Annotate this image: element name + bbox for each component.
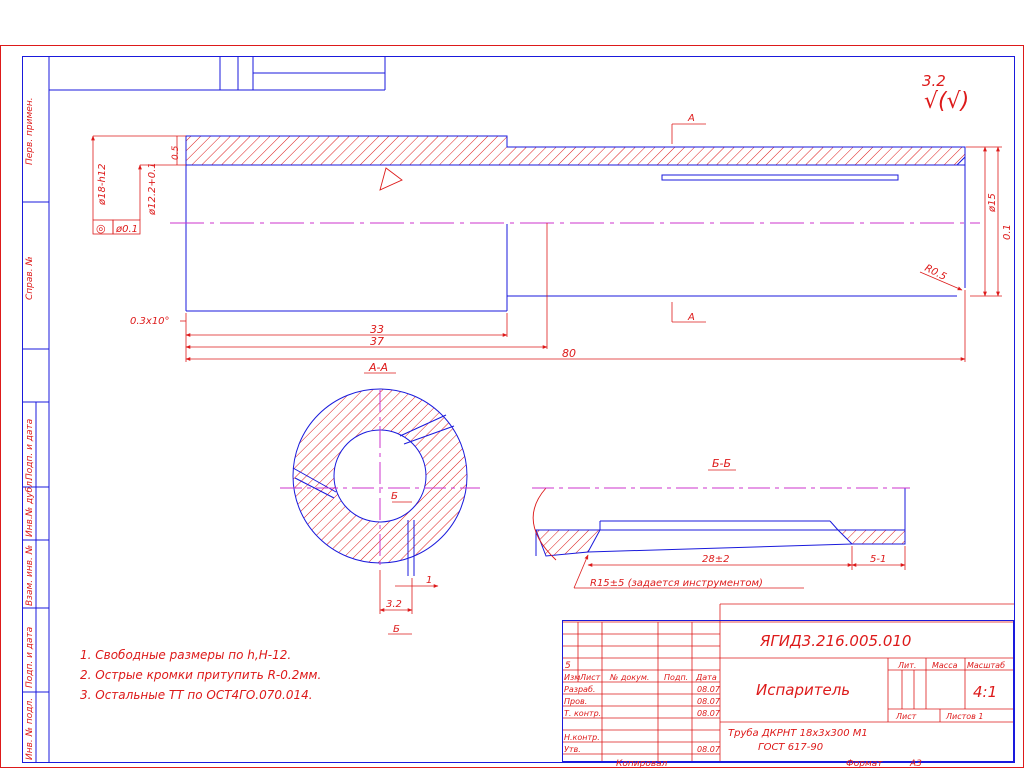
dim-d122: ø12.2+0.1 (147, 162, 158, 216)
role-date: 08.07 (697, 745, 721, 754)
dim-d18: ø18-h12 (97, 163, 108, 206)
side-stamp-label: Взам. инв. № (25, 545, 35, 606)
lit-label: Лит. (897, 661, 916, 670)
slot (661, 174, 899, 181)
change-number: 5 (565, 661, 571, 671)
hatched-wall (185, 135, 966, 166)
dim-37: 37 (370, 335, 384, 348)
main-dimensions (91, 123, 1002, 374)
scale-label: Масштаб (967, 661, 1005, 670)
hatched-bb-right (836, 529, 906, 545)
dim-d15: ø15 (987, 193, 998, 213)
title-block-text: ЯГИД3.216.005.010 Испаритель Труба ДКРНТ… (564, 632, 1005, 754)
side-stamp-label: Подп. и дата (25, 627, 35, 688)
section-mark-a: A (687, 312, 695, 323)
dim-tol: 0.1 (1002, 224, 1013, 240)
note-1: 1. Свободные размеры по h,H-12. (80, 648, 291, 662)
section-mark-b: Б (391, 491, 398, 502)
dim-33: 33 (370, 323, 384, 336)
role-label: Разраб. (564, 685, 595, 694)
technical-notes: 1. Свободные размеры по h,H-12. 2. Остры… (80, 648, 321, 702)
sheet-label: Лист (895, 712, 917, 721)
section-bb (532, 487, 910, 561)
format-label: Формат (846, 759, 883, 768)
col-izm: Изм (564, 673, 580, 682)
roughness-symbol: 3.2 √(√) (922, 72, 969, 114)
dim-80: 80 (562, 347, 576, 360)
role-date: 08.07 (697, 685, 721, 694)
roughness-value: 3.2 (922, 72, 946, 90)
dim-chamfer: 0.3x10° (130, 316, 170, 327)
col-list: Лист (579, 673, 601, 682)
col-date: Дата (695, 673, 717, 682)
side-stamp-label: Подп. и дата (25, 419, 35, 480)
side-stamp-label: Перв. примен. (25, 97, 35, 165)
col-doc: № докум. (609, 673, 649, 682)
role-label: Н.контр. (564, 733, 600, 742)
role-label: Т. контр. (564, 709, 601, 718)
note-3: 3. Остальные ТТ по ОСТ4ГО.070.014. (80, 688, 313, 702)
section-mark-a: A (687, 113, 695, 124)
section-aa-dim-text: Б 3.2 1 Б (386, 491, 432, 635)
concentricity-value: ø0.1 (115, 224, 138, 235)
roughness-rest: √(√) (924, 89, 969, 114)
col-sign: Подп. (664, 673, 688, 682)
dim-wall: 0.5 (171, 145, 181, 160)
role-label: Утв. (564, 745, 581, 754)
dim-r05: R0.5 (923, 263, 948, 283)
dim-1: 1 (426, 575, 432, 586)
dim-r15: R15±5 (задается инструментом) (590, 578, 763, 589)
section-title-aa: A-A (368, 361, 388, 374)
side-stamp-label: Инв.№ дубл. (25, 478, 35, 537)
section-aa (280, 388, 480, 576)
material-line-2: ГОСТ 617-90 (758, 742, 823, 753)
material-line-1: Труба ДКРНТ 18x3x300 М1 (728, 727, 868, 739)
footer: Копировал Формат А3 (616, 759, 922, 768)
section-bb-dim-text: Б-Б 28±2 5-1 R15±5 (задается инструменто… (590, 457, 886, 589)
role-date: 08.07 (697, 709, 721, 718)
concentricity-symbol: ◎ (96, 222, 106, 235)
copied-label: Копировал (616, 759, 668, 768)
section-mark-b: Б (393, 624, 400, 635)
dim-32: 3.2 (386, 599, 402, 610)
tube-main-view (170, 135, 980, 312)
section-bb-dims (573, 469, 906, 589)
dim-5: 5-1 (870, 554, 886, 565)
sheets-label: Листов 1 (945, 712, 984, 721)
doc-number: ЯГИД3.216.005.010 (759, 632, 911, 650)
scale-value: 4:1 (973, 683, 997, 701)
note-2: 2. Острые кромки притупить R-0.2мм. (80, 668, 321, 682)
role-date: 08.07 (697, 697, 721, 706)
section-aa-dims (379, 501, 439, 635)
dim-28: 28±2 (702, 554, 729, 565)
side-stamp-label: Справ. № (25, 256, 35, 300)
title-block (562, 603, 1014, 762)
role-label: Пров. (564, 697, 587, 706)
format-value: А3 (909, 759, 922, 768)
product-name: Испаритель (756, 681, 850, 699)
side-stamp-label: Инв. № подл. (25, 698, 35, 760)
section-title-bb: Б-Б (712, 457, 731, 470)
side-stamp: Перв. примен. Справ. № Подп. и дата Инв.… (25, 97, 35, 760)
mass-label: Масса (932, 661, 958, 670)
